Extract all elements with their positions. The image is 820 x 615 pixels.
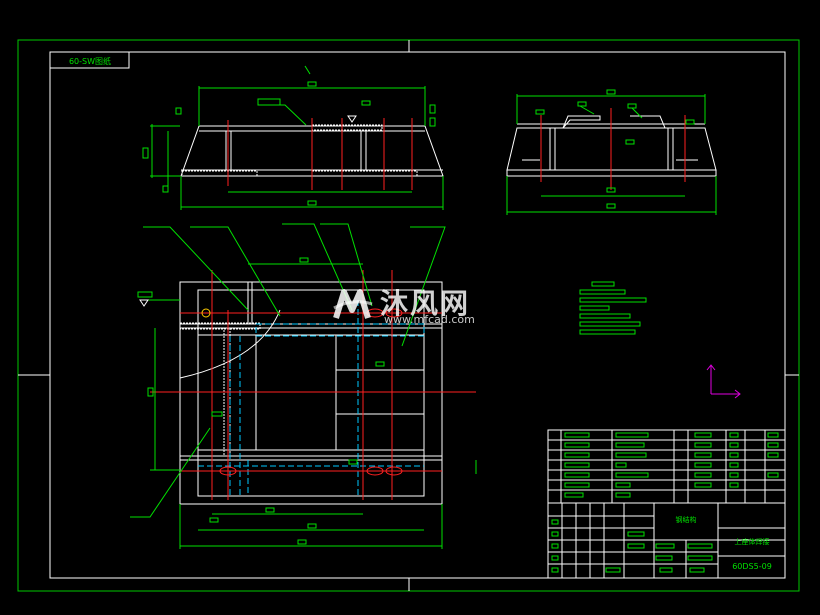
watermark-logo-icon [333, 289, 373, 319]
title-block-drawing-code: 60DS5-09 [732, 562, 772, 571]
inner-frame [49, 51, 786, 579]
watermark-url: www.mfcad.com [384, 313, 475, 326]
label-box-text: 60-SW图纸 [69, 56, 111, 66]
front-view [142, 65, 444, 210]
ucs-axis-icon [706, 364, 741, 399]
title-block-part-name: 上座体焊接 [735, 537, 770, 546]
watermark-brand: 沐风网 [380, 287, 471, 320]
watermark: 沐风网 www.mfcad.com [330, 282, 495, 328]
title-block-entries [551, 432, 779, 573]
label-box [49, 51, 130, 69]
title-block [547, 429, 786, 579]
plan-view [130, 223, 477, 549]
side-view [506, 89, 717, 215]
technical-notes [579, 281, 647, 335]
title-block-material: 钢结构 [676, 515, 697, 524]
